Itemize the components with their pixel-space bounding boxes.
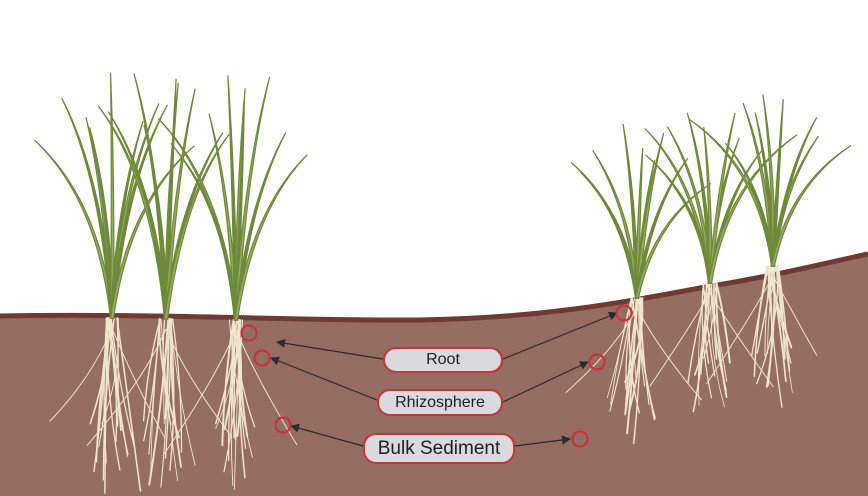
root-strand <box>700 282 718 375</box>
root-strand <box>704 282 711 364</box>
root-strand <box>766 265 792 364</box>
root-strand <box>237 319 246 479</box>
grass-blade <box>233 154 308 321</box>
root-strand <box>171 318 183 453</box>
root-strand <box>715 282 731 364</box>
arrow-root-left <box>276 338 384 360</box>
root-strand <box>777 265 791 372</box>
root-strand <box>170 318 196 466</box>
root-strand <box>116 317 142 492</box>
root-strand <box>626 297 638 435</box>
root-strand <box>143 318 161 442</box>
grass-blade <box>707 134 798 284</box>
root-strand <box>756 265 775 354</box>
rhizosphere-sample-circle-icon <box>253 349 271 367</box>
root-strand <box>223 319 244 473</box>
seagrass-plant-icon <box>86 73 233 488</box>
seagrass-plant-icon <box>33 72 195 494</box>
arrow-bulk-left <box>290 423 364 447</box>
root-strand <box>715 282 728 398</box>
root-strand <box>639 297 650 406</box>
root-strand <box>709 292 774 388</box>
root-strand <box>227 319 238 461</box>
grass-blade <box>143 124 169 320</box>
root-strand <box>169 318 175 471</box>
grass-blade <box>707 112 736 284</box>
root-sample-circle-icon <box>240 324 258 342</box>
sample-markers <box>240 304 633 448</box>
root-label: Root <box>383 347 503 373</box>
grass-blade <box>770 145 852 267</box>
bulk-sample-circle-icon <box>571 430 589 448</box>
grass-blade <box>109 72 115 319</box>
grass-blade <box>645 154 713 284</box>
arrows <box>270 311 618 447</box>
root-strand <box>706 275 774 385</box>
root-strand <box>628 297 642 411</box>
grass-blade <box>109 145 195 319</box>
root-sample-circle-icon <box>615 304 633 322</box>
root-strand <box>160 318 170 488</box>
root-strand <box>710 282 725 408</box>
grass-blade <box>170 142 239 321</box>
root-strand <box>49 327 113 422</box>
rhizosphere-label: Rhizosphere <box>377 389 503 416</box>
seagrass-plant-icon <box>157 75 308 490</box>
grass-blade <box>644 128 713 284</box>
root-strand <box>702 282 716 377</box>
grass-blade <box>634 132 665 299</box>
root-strand <box>148 318 170 486</box>
root-strand <box>142 318 161 422</box>
seagrass-plant-icon <box>644 112 798 413</box>
grass-blade <box>634 183 712 299</box>
bulk-sediment-label: Bulk Sediment <box>363 433 515 464</box>
seagrass-plant-icon <box>688 94 852 408</box>
root-strand <box>701 282 713 399</box>
bulk-sample-circle-icon <box>274 416 292 434</box>
root-strand <box>631 297 656 421</box>
grass-blade <box>770 99 784 267</box>
root-strand <box>106 317 121 471</box>
rhizosphere-sample-circle-icon <box>588 353 606 371</box>
root-strand <box>107 317 122 431</box>
grass-blade <box>107 111 169 320</box>
root-strand <box>625 297 636 390</box>
root-strand <box>636 307 702 401</box>
root-strand <box>610 297 632 405</box>
grass-blade <box>703 126 713 284</box>
root-strand <box>162 329 237 457</box>
root-strand <box>753 265 768 378</box>
root-strand <box>776 265 786 360</box>
root-strand <box>772 275 818 356</box>
root-strand <box>110 317 135 446</box>
grass-blade <box>592 149 640 299</box>
root-strand <box>565 307 638 394</box>
root-strand <box>231 319 237 441</box>
grass-blade <box>163 134 230 320</box>
arrow-root-right <box>502 311 618 360</box>
grass-blade <box>634 157 689 299</box>
root-strand <box>233 319 241 490</box>
arrow-rhizosphere-left <box>270 356 378 401</box>
arrow-rhizosphere-right <box>502 361 589 403</box>
arrow-bulk-right <box>514 435 571 447</box>
root-strand <box>221 319 235 447</box>
sediment-ground <box>0 254 868 496</box>
root-strand <box>86 328 167 446</box>
grass-blade <box>33 139 115 319</box>
root-strand <box>649 292 711 387</box>
grass-blade <box>109 104 169 319</box>
